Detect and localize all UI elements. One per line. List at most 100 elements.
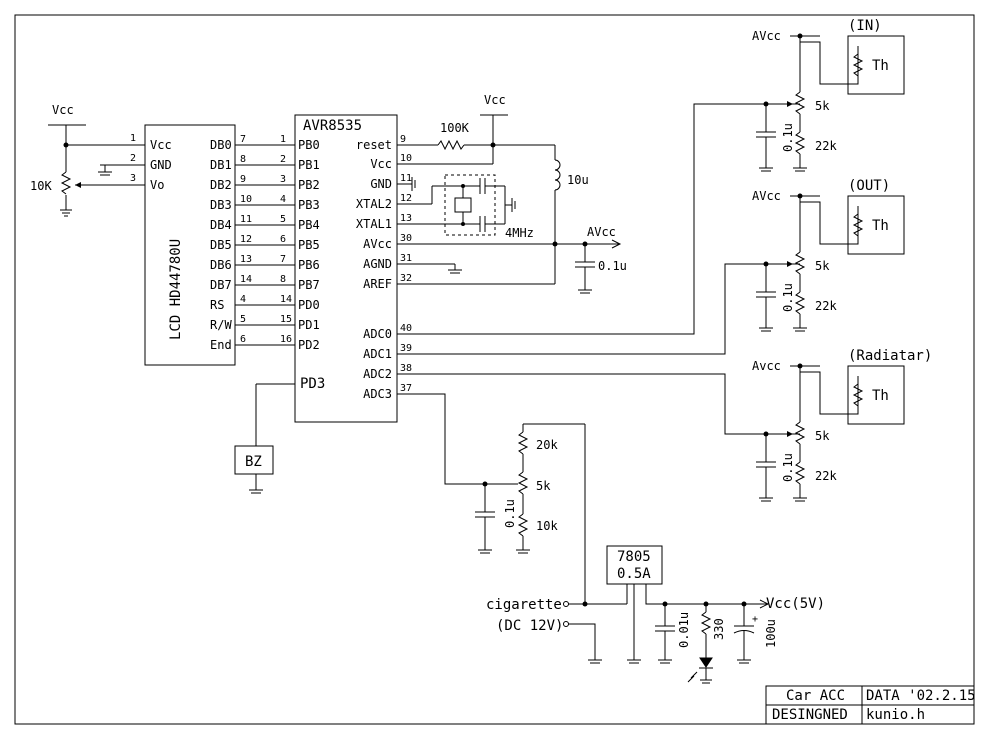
sensor-res-label: 22k [815,469,837,483]
mcu-left-pin-label: PD2 [298,338,320,352]
mcu-right-pin-label: ADC3 [363,387,392,401]
adc3-r-top-label: 20k [536,438,558,452]
mcu-right-pin-label: AREF [363,277,392,291]
lcd-right-pin-label: DB1 [210,158,232,172]
lcd-right-pin-num: 11 [240,214,252,225]
sensor-th-label: Th [872,388,889,404]
lcd-right-pin-label: R/W [210,318,232,332]
mcu-left-pin-label: PB6 [298,258,320,272]
inductor-label: 10u [567,173,589,187]
mcu-right-pin-num: 40 [400,323,412,334]
lcd-right-pin-label: DB5 [210,238,232,252]
cigarette-label: cigarette [486,597,562,613]
lcd-left-pin-num: 3 [130,173,136,184]
mcu-right-pin-label: ADC0 [363,327,392,341]
mcu-right-pin-label: reset [356,138,392,152]
sensor-pot-label: 5k [815,99,830,113]
page-border [14,14,975,725]
lcd-left-pin-label: Vo [150,178,164,192]
lcd-left-pin-label: Vcc [150,138,172,152]
mcu-left-pin-num: 16 [280,334,292,345]
c-100-label: 100u [764,619,778,648]
mcu-right-pin-num: 38 [400,363,412,374]
lcd-left-pin-label: GND [150,158,172,172]
lcd-right-pin-label: DB6 [210,258,232,272]
sensor-supply-label: AVcc [752,29,781,43]
adc3-r-bottom-label: 10k [536,519,558,533]
mcu-right-pin-label: AVcc [363,237,392,251]
dc12-label: (DC 12V) [496,618,563,634]
mcu-body [294,114,398,423]
mcu-right-pin-num: 13 [400,213,412,224]
mcu-right-pin-num: 39 [400,343,412,354]
sensor-cap-label: 0.1u [781,283,795,312]
lcd-left-pins: 1 Vcc 2 GND 3 Vo [100,133,172,192]
adc3-pot-label: 5k [536,479,551,493]
sensor-th-label: Th [872,58,889,74]
title-date: DATA '02.2.15 [866,688,976,704]
lcd-right-pin-num: 8 [240,154,246,165]
lcd-right-pin-label: RS [210,298,224,312]
lcd-name: LCD HD44780U [168,239,184,340]
sensor-th-label: Th [872,218,889,234]
lcd-right-pin-label: DB3 [210,198,232,212]
c-avcc-label: 0.1u [598,259,627,273]
mcu-left-pin-num: 6 [280,234,286,245]
mcu-left-pin-label: PB1 [298,158,320,172]
adc3-cap-label: 0.1u [503,499,517,528]
sensor-supply-label: Avcc [752,359,781,373]
mcu-left-pin-label: PB5 [298,238,320,252]
mcu-left-pin-label: PB4 [298,218,320,232]
mcu-right-pin-num: 12 [400,193,412,204]
lcd-right-pin-label: DB0 [210,138,232,152]
mcu-right-pin-label: XTAL2 [356,197,392,211]
mcu-right-pin-label: Vcc [370,157,392,171]
lcd-right-pin-label: DB4 [210,218,232,232]
lcd-right-pin-num: 13 [240,254,252,265]
sensor-res-label: 22k [815,139,837,153]
vcc5-label: Vcc(5V) [766,596,825,612]
mcu-left-pin-num: 2 [280,154,286,165]
mcu-right-pin-label: ADC2 [363,367,392,381]
mcu-name: AVR8535 [303,118,362,134]
sensor-res-label: 22k [815,299,837,313]
mcu-right-pin-num: 11 [400,173,412,184]
title-designer: kunio.h [866,707,925,723]
mcu-pd3-label: PD3 [300,376,325,392]
mcu-left-pin-num: 1 [280,134,286,145]
sensor-name: (IN) [848,18,882,34]
mcu-left-pin-num: 7 [280,254,286,265]
svg-text:+: + [752,614,758,625]
lcd-right-pin-label: End [210,338,232,352]
mcu-left-pin-num: 15 [280,314,292,325]
mcu-right-pin-label: GND [370,177,392,191]
mcu-right-pin-label: XTAL1 [356,217,392,231]
lcd-left-pin-num: 2 [130,153,136,164]
sensor-name: (OUT) [848,178,890,194]
mcu-right-pin-num: 37 [400,383,412,394]
mcu-left-pin-num: 4 [280,194,286,205]
mcu-right-pin-num: 31 [400,253,412,264]
title-project: Car ACC [786,688,845,704]
sensor-pot-label: 5k [815,429,830,443]
r-330-label: 330 [712,618,726,640]
mcu-right-pin-num: 9 [400,134,406,145]
regulator-part: 7805 [617,549,651,565]
r-100k-label: 100K [440,121,470,135]
vcc-top-left-label: Vcc [52,103,74,117]
lcd-right-pin-num: 10 [240,194,252,205]
lcd-right-pin-num: 12 [240,234,252,245]
mcu-left-pin-num: 14 [280,294,292,305]
mcu-left-pin-num: 8 [280,274,286,285]
mcu-right-pin-num: 30 [400,233,412,244]
lcd-left-pin-num: 1 [130,133,136,144]
mcu-right-pin-label: ADC1 [363,347,392,361]
sensor-cap-label: 0.1u [781,123,795,152]
